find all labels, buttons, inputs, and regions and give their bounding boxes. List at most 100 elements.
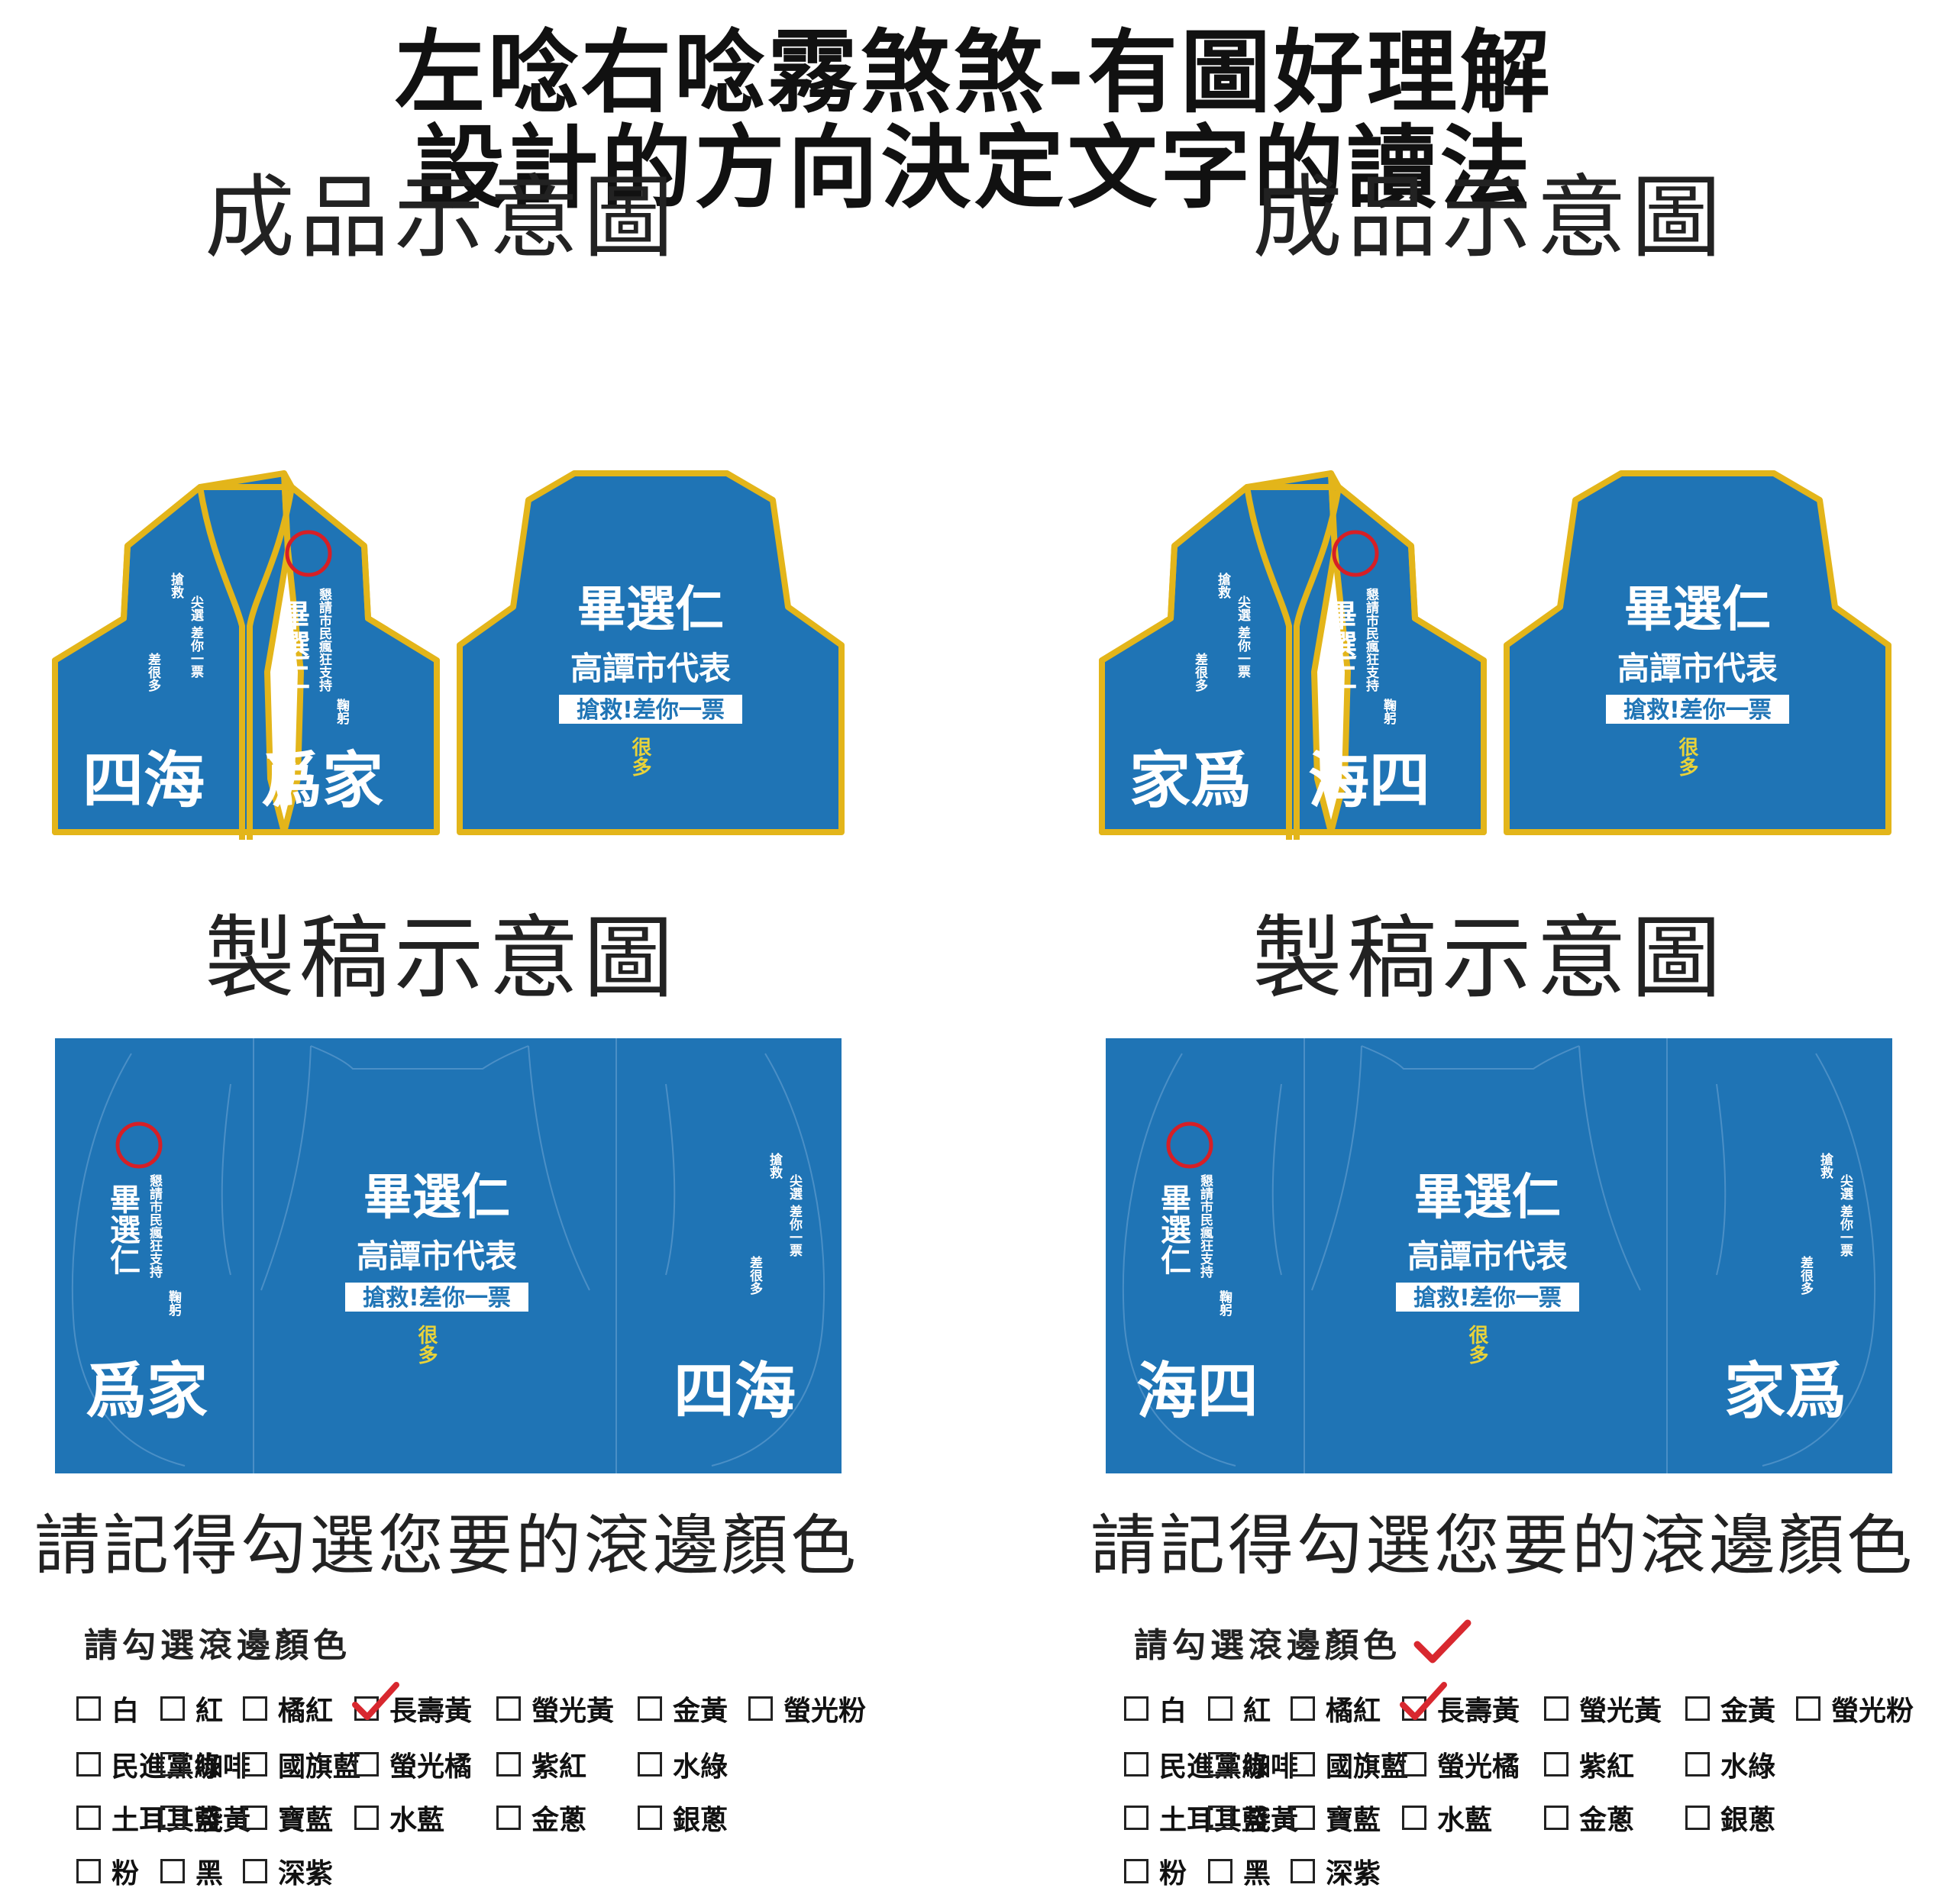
right-color-option[interactable]: 金蔥: [1544, 1800, 1634, 1836]
left-color-option[interactable]: 土耳其藍: [76, 1800, 221, 1836]
checkbox[interactable]: [243, 1752, 267, 1777]
right-color-option[interactable]: 紅: [1208, 1691, 1271, 1727]
checkbox[interactable]: [1291, 1696, 1315, 1721]
right-color-option[interactable]: 淺黃: [1208, 1800, 1298, 1836]
checkbox[interactable]: [1685, 1806, 1710, 1830]
left-color-option[interactable]: 深紫: [243, 1854, 333, 1889]
left-color-option[interactable]: 螢光黃: [496, 1691, 614, 1727]
right-color-option[interactable]: 國旗藍: [1291, 1747, 1408, 1783]
right-color-option[interactable]: 粉: [1124, 1854, 1187, 1889]
checkbox[interactable]: [1402, 1752, 1426, 1777]
checkbox[interactable]: [1208, 1696, 1232, 1721]
svg-text:尖選 差你一票: 尖選 差你一票: [188, 595, 205, 679]
checkbox[interactable]: [1291, 1806, 1315, 1830]
checkbox[interactable]: [160, 1696, 185, 1721]
checkbox[interactable]: [1208, 1859, 1232, 1883]
checkbox[interactable]: [76, 1752, 101, 1777]
svg-text:差很多: 差很多: [1192, 652, 1208, 692]
right-color-option[interactable]: 水藍: [1402, 1800, 1492, 1836]
checkbox[interactable]: [1208, 1806, 1232, 1830]
checkbox[interactable]: [1544, 1806, 1568, 1830]
right-color-option[interactable]: 黑: [1208, 1854, 1271, 1889]
left-color-option[interactable]: 民進黨綠: [76, 1747, 221, 1783]
left-color-option[interactable]: 螢光粉: [748, 1691, 866, 1727]
checkbox[interactable]: [243, 1806, 267, 1830]
checkbox[interactable]: [1685, 1696, 1710, 1721]
color-option-label: 紫紅: [531, 1751, 587, 1783]
checkbox[interactable]: [76, 1806, 101, 1830]
checkbox[interactable]: [1124, 1752, 1148, 1777]
svg-text:鞠躬: 鞠躬: [334, 698, 350, 725]
svg-text:尖選 差你一票: 尖選 差你一票: [1235, 595, 1252, 679]
checkbox[interactable]: [1208, 1752, 1232, 1777]
right-color-option[interactable]: 寶藍: [1291, 1800, 1381, 1836]
right-color-option[interactable]: 深紫: [1291, 1854, 1381, 1889]
left-color-option[interactable]: 咖啡: [160, 1747, 250, 1783]
checkbox[interactable]: [496, 1696, 521, 1721]
left-color-option[interactable]: 長壽黃: [352, 1682, 472, 1727]
left-color-option[interactable]: 螢光橘: [354, 1747, 472, 1783]
checkbox[interactable]: [1400, 1682, 1447, 1721]
checkbox[interactable]: [1291, 1752, 1315, 1777]
checkbox[interactable]: [243, 1696, 267, 1721]
checkbox[interactable]: [160, 1806, 185, 1830]
left-color-option[interactable]: 銀蔥: [638, 1800, 728, 1836]
checkbox[interactable]: [496, 1806, 521, 1830]
checkbox[interactable]: [1124, 1859, 1148, 1883]
checkbox[interactable]: [76, 1859, 101, 1883]
left-color-option[interactable]: 國旗藍: [243, 1747, 360, 1783]
right-color-option[interactable]: 金黃: [1685, 1691, 1775, 1727]
checkbox[interactable]: [748, 1696, 773, 1721]
right-color-option[interactable]: 民進黨綠: [1124, 1747, 1269, 1783]
left-color-option[interactable]: 白: [76, 1691, 139, 1727]
checkbox[interactable]: [354, 1752, 379, 1777]
left-color-option[interactable]: 寶藍: [243, 1800, 333, 1836]
svg-text:很多: 很多: [628, 737, 651, 776]
checkbox[interactable]: [638, 1752, 662, 1777]
right-color-option[interactable]: 螢光黃: [1544, 1691, 1662, 1727]
right-color-option[interactable]: 咖啡: [1208, 1747, 1298, 1783]
svg-text:畢選仁: 畢選仁: [577, 582, 724, 638]
checkbox[interactable]: [160, 1859, 185, 1883]
color-option-label: 橘紅: [1326, 1696, 1381, 1727]
right-color-option[interactable]: 紫紅: [1544, 1747, 1634, 1783]
checkbox[interactable]: [1124, 1806, 1148, 1830]
right-color-option[interactable]: 螢光粉: [1796, 1691, 1914, 1727]
checkbox[interactable]: [638, 1806, 662, 1830]
checkbox[interactable]: [1544, 1752, 1568, 1777]
left-color-option[interactable]: 淺黃: [160, 1800, 250, 1836]
checkbox[interactable]: [160, 1752, 185, 1777]
checkbox[interactable]: [496, 1752, 521, 1777]
checkbox[interactable]: [1124, 1696, 1148, 1721]
right-color-option[interactable]: 土耳其藍: [1124, 1800, 1269, 1836]
left-color-option[interactable]: 紅: [160, 1691, 224, 1727]
right-color-option[interactable]: 螢光橘: [1402, 1747, 1520, 1783]
left-vest-right-panel-text: 爲家: [261, 745, 383, 816]
left-color-option[interactable]: 水藍: [354, 1800, 444, 1836]
right-color-option[interactable]: 橘紅: [1291, 1691, 1381, 1727]
left-color-option[interactable]: 水綠: [638, 1747, 728, 1783]
color-option-label: 紅: [195, 1696, 224, 1727]
right-color-option[interactable]: 銀蔥: [1685, 1800, 1775, 1836]
checkbox[interactable]: [1402, 1806, 1426, 1830]
checkbox[interactable]: [1685, 1752, 1710, 1777]
color-option-label: 橘紅: [278, 1696, 334, 1727]
checkbox[interactable]: [352, 1682, 399, 1721]
checkbox[interactable]: [638, 1696, 662, 1721]
svg-text:搶救!差你一票: 搶救!差你一票: [1623, 697, 1772, 724]
checkbox[interactable]: [1544, 1696, 1568, 1721]
left-color-option[interactable]: 金蔥: [496, 1800, 586, 1836]
left-color-option[interactable]: 橘紅: [243, 1691, 334, 1727]
right-color-option[interactable]: 長壽黃: [1400, 1682, 1520, 1727]
checkbox[interactable]: [243, 1859, 267, 1883]
right-color-option[interactable]: 白: [1124, 1691, 1187, 1727]
left-color-option[interactable]: 粉: [76, 1854, 139, 1889]
checkbox[interactable]: [76, 1696, 101, 1721]
right-color-option[interactable]: 水綠: [1685, 1747, 1775, 1783]
checkbox[interactable]: [1291, 1859, 1315, 1883]
left-color-option[interactable]: 金黃: [638, 1691, 728, 1727]
checkbox[interactable]: [1796, 1696, 1820, 1721]
left-color-option[interactable]: 黑: [160, 1854, 223, 1889]
left-color-option[interactable]: 紫紅: [496, 1747, 587, 1783]
checkbox[interactable]: [354, 1806, 379, 1830]
